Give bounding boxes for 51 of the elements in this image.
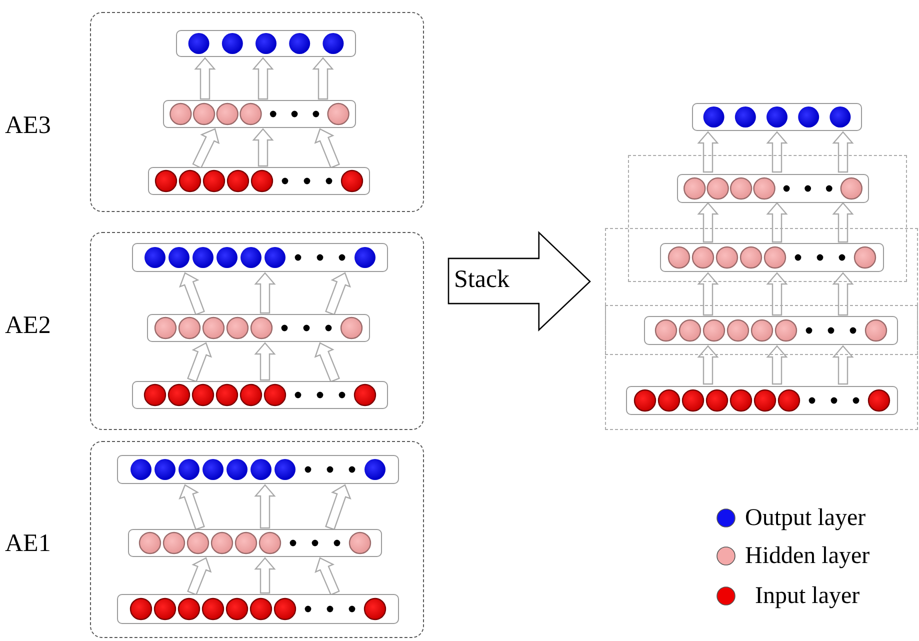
arrow-label: Stack (454, 266, 510, 294)
hollow-arrow (254, 557, 276, 594)
hollow-arrow (194, 57, 216, 100)
hollow-arrow (697, 272, 719, 316)
hollow-arrow (766, 131, 788, 173)
hollow-arrow (766, 345, 788, 385)
hollow-arrow (697, 131, 719, 173)
neuron-layer-drawing (626, 386, 898, 415)
neuron-layer-drawing (117, 594, 399, 624)
hollow-arrow (325, 484, 352, 530)
hollow-arrow (178, 484, 205, 530)
neuron-layer-drawing (117, 455, 399, 484)
neuron-layer-drawing (148, 167, 370, 195)
hollow-arrow (312, 57, 334, 100)
hollow-arrow (252, 128, 274, 167)
hollow-arrow (766, 202, 788, 243)
hollow-arrow (832, 202, 854, 243)
group-label: AE1 (5, 530, 51, 558)
hollow-arrow (187, 342, 212, 382)
neuron-layer-drawing (692, 103, 862, 131)
hollow-arrow (325, 272, 352, 316)
hollow-arrow (254, 484, 276, 529)
hollow-arrow (187, 557, 212, 596)
neuron-layer-drawing (660, 243, 884, 272)
hollow-arrow (192, 128, 220, 169)
hollow-arrow (832, 345, 854, 385)
legend-label: Hidden layer (745, 543, 870, 570)
hollow-arrow (252, 57, 274, 100)
neuron-layer-drawing (677, 174, 869, 203)
neuron-layer-drawing (132, 243, 388, 272)
hollow-arrow (697, 202, 719, 243)
hollow-arrow (832, 131, 854, 173)
legend-label: Input layer (755, 583, 860, 610)
neuron-layer-drawing (128, 529, 382, 557)
hollow-arrow (178, 272, 205, 316)
hollow-arrow (254, 272, 276, 314)
neuron-layer-drawing (163, 100, 356, 128)
neuron-layer-drawing (644, 316, 898, 345)
hollow-arrow (697, 345, 719, 385)
hollow-arrow (314, 128, 340, 168)
group-label: AE2 (5, 312, 51, 340)
neuron-layer-drawing (147, 314, 370, 342)
hollow-arrow (314, 342, 340, 382)
hollow-arrow (832, 272, 854, 316)
hollow-arrow (314, 557, 340, 596)
hollow-arrow (766, 272, 788, 316)
neuron-layer-drawing (176, 30, 356, 57)
neuron-layer-drawing (132, 381, 388, 409)
hollow-arrow (254, 342, 276, 381)
group-label: AE3 (5, 112, 51, 140)
legend-label: Output layer (745, 505, 866, 532)
